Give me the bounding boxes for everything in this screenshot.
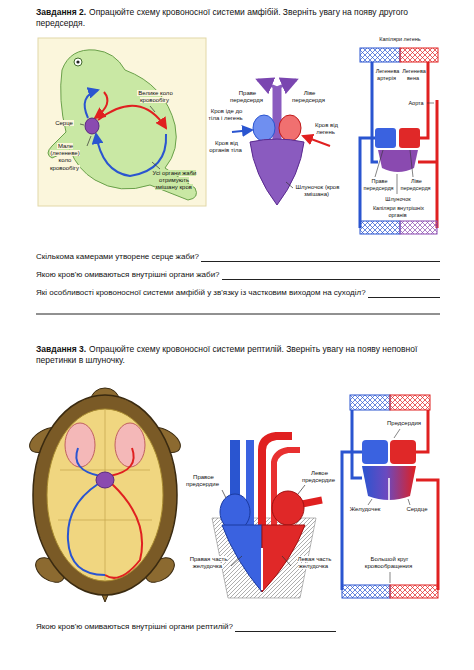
diagram-label: Ліве передсердя (290, 90, 328, 104)
question-line: Які особливості кровоносної системи амфі… (36, 288, 440, 298)
question-line: Якою кров'ю омиваються внутрішні органи … (36, 622, 336, 632)
diagram-label: Праве передсердя (362, 178, 396, 191)
diagram-label: Правая часть желудочка (186, 556, 230, 570)
task-paragraph: Завдання 2.Опрацюйте схему кровоносної с… (36, 7, 448, 30)
diagram-label: Левая часть желудочка (292, 556, 336, 570)
part-label: Капіляри внутрішніх органів (372, 205, 424, 218)
part-label: Шлуночок (кров змішана) (295, 184, 340, 197)
part-label: Капіляри легень (378, 36, 421, 42)
diagram-label: Кров іде до тіла і легень (204, 108, 248, 122)
part-label: Предсердия (386, 420, 422, 426)
reptile-heart (212, 436, 322, 598)
part-label: Большой круг кровообращения (365, 556, 413, 569)
diagram-label: Велике коло кровообігу (133, 90, 177, 104)
diagram-label: Шлуночок (кров змішана) (294, 184, 340, 198)
answer-blank (201, 253, 440, 262)
part-label: Усі органи жаби отримують змішану кров (152, 170, 197, 190)
diagram-label: Капіляри внутрішніх органів (366, 205, 430, 218)
part-label: Ліве передсердя (292, 90, 326, 103)
task-text: Опрацюйте схему кровоносної системи репт… (36, 344, 417, 365)
question-text: Які особливості кровоносної системи амфі… (36, 288, 366, 298)
part-label: Левая часть желудочка (297, 556, 332, 569)
diagram-label: Левое предсердие (300, 470, 338, 484)
part-label: Правая часть желудочка (189, 556, 228, 569)
diagram-label: Капіляри легень (370, 36, 430, 43)
task-number: Завдання 2. (36, 7, 86, 17)
frog-illustration (38, 38, 206, 206)
task-paragraph: Завдання 3.Опрацюйте схему кровоносної с… (36, 344, 448, 367)
diagram-label: Ліве передсердя (399, 178, 433, 191)
question-text: Скількома камерами утворене серце жаби? (36, 252, 199, 262)
diagram-label: Желудочек (345, 506, 385, 513)
diagram-label: Кров від легень (306, 122, 346, 136)
part-label: Мале (легеневе) коло кровообігу (50, 143, 80, 171)
diagram-label: Кров від органів тіла (204, 140, 248, 154)
task-text: Опрацюйте схему кровоносної системи амфі… (36, 7, 408, 28)
diagram-label: Легенева вена (401, 68, 426, 81)
diagram-label: Шлуночок (381, 196, 415, 203)
question-text: Якою кров'ю омиваються внутрішні органи … (36, 622, 233, 632)
part-label: Праве передсердя (363, 178, 394, 191)
diagram-label: Мале (легеневе) коло кровообігу (44, 143, 86, 172)
amphibian-circulation-scheme (360, 48, 438, 234)
diagram-label: Аорта (405, 100, 427, 107)
part-label: Кров іде до тіла і легень (208, 108, 243, 121)
question-text: Якою кров'ю омиваються внутрішні органи … (36, 270, 220, 280)
part-label: Праве передсердя (230, 90, 264, 103)
diagram-label: Серце (50, 120, 78, 127)
diagram-label: Правое предсердие (184, 474, 222, 488)
diagram-label: Усі органи жаби отримують змішану кров (148, 170, 200, 192)
turtle-illustration (25, 388, 184, 602)
answer-blank (368, 289, 440, 298)
part-label: Левое предсердие (302, 470, 336, 483)
part-label: Ліве передсердя (400, 178, 431, 191)
question-line: Скількома камерами утворене серце жаби? (36, 252, 440, 262)
part-label: Правое предсердие (186, 474, 220, 487)
diagram-label: Предсердия (382, 420, 426, 427)
part-label: Кров від органів тіла (209, 140, 243, 153)
part-label: Кров від легень (314, 122, 338, 135)
diagram-label: Сердце (400, 506, 434, 513)
part-label: Желудочек (349, 506, 382, 512)
part-label: Сердце (405, 506, 428, 512)
answer-blank (36, 314, 440, 315)
diagram-label: Легенева артерія (374, 68, 400, 81)
answer-blank (235, 623, 336, 632)
reptile-circulation-scheme (342, 395, 438, 598)
part-label: Шлуночок (384, 196, 411, 202)
part-label: Легенева артерія (375, 68, 400, 81)
part-label: Серце (54, 120, 74, 126)
answer-blank (222, 271, 440, 280)
question-line: Якою кров'ю омиваються внутрішні органи … (36, 270, 440, 280)
part-label: Велике коло кровообігу (137, 90, 173, 103)
diagram-label: Праве передсердя (228, 90, 266, 104)
part-label: Аорта (407, 100, 424, 106)
task-number: Завдання 3. (36, 344, 86, 354)
diagram-label: Большой круг кровообращения (356, 556, 422, 570)
part-label: Легенева вена (401, 68, 426, 81)
